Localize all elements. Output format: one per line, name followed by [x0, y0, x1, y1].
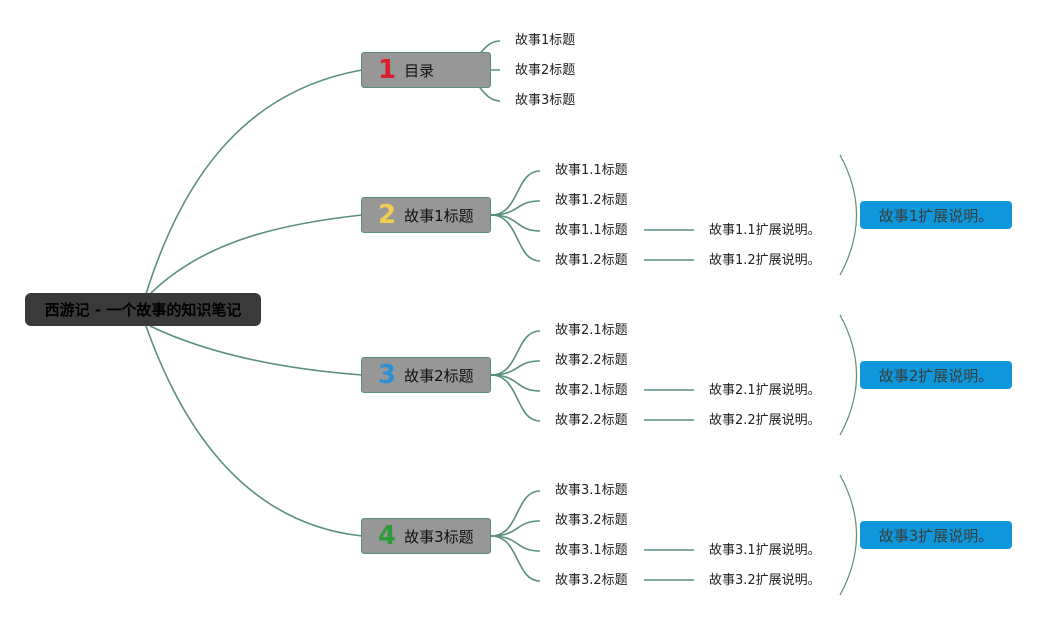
link-root-topic-4: [145, 325, 363, 537]
s1-subtopic-2[interactable]: 故事1.2标题: [555, 193, 628, 208]
topic-node-3[interactable]: 3 故事2标题: [361, 357, 491, 393]
s3-extension-1[interactable]: 故事3.1扩展说明。: [709, 543, 821, 558]
topic-label-4: 故事3标题: [404, 527, 474, 546]
s3-subtopic-2[interactable]: 故事3.2标题: [555, 513, 628, 528]
s2-extension-1[interactable]: 故事2.1扩展说明。: [709, 383, 821, 398]
topic-number-2: 2: [378, 200, 397, 230]
s1-summary-label: 故事1扩展说明。: [878, 206, 994, 225]
s2-extension-2[interactable]: 故事2.2扩展说明。: [709, 413, 821, 428]
s1-subtopic-3[interactable]: 故事1.1标题: [555, 223, 628, 238]
s2-subtopic-3[interactable]: 故事2.1标题: [555, 383, 628, 398]
link-root-topic-2: [149, 214, 363, 295]
toc-item-2[interactable]: 故事2标题: [515, 63, 576, 78]
link-s2-sub-1: [490, 330, 541, 376]
link-root-topic-3: [149, 325, 363, 376]
s2-summary-label: 故事2扩展说明。: [878, 366, 994, 385]
s2-subtopic-1[interactable]: 故事2.1标题: [555, 323, 628, 338]
link-root-topic-1: [145, 69, 363, 295]
s2-subtopic-2[interactable]: 故事2.2标题: [555, 353, 628, 368]
link-s3-sub-2: [490, 520, 541, 537]
topic-label-2: 故事1标题: [404, 206, 474, 225]
link-s3-sub-1: [490, 490, 541, 537]
s3-extension-2[interactable]: 故事3.2扩展说明。: [709, 573, 821, 588]
root-label: 西游记 - 一个故事的知识笔记: [44, 301, 242, 319]
s3-subtopic-1[interactable]: 故事3.1标题: [555, 483, 628, 498]
summary-bracket-1: [839, 154, 858, 276]
summary-bracket-2: [839, 314, 858, 436]
root-node[interactable]: 西游记 - 一个故事的知识笔记: [25, 293, 261, 326]
s3-summary-label: 故事3扩展说明。: [878, 526, 994, 545]
toc-item-1[interactable]: 故事1标题: [515, 33, 576, 48]
link-s2-sub-4: [490, 374, 541, 422]
topic-label-3: 故事2标题: [404, 366, 474, 385]
summary-bracket-3: [839, 474, 858, 596]
topic-node-2[interactable]: 2 故事1标题: [361, 197, 491, 233]
s2-subtopic-4[interactable]: 故事2.2标题: [555, 413, 628, 428]
topic-label-1: 目录: [404, 61, 435, 80]
topic-number-1: 1: [378, 55, 397, 85]
topic-node-1[interactable]: 1 目录: [361, 52, 491, 88]
link-s1-sub-2: [490, 200, 541, 216]
s1-extension-1[interactable]: 故事1.1扩展说明。: [709, 223, 821, 238]
topic-number-4: 4: [378, 521, 397, 551]
link-s2-sub-3: [490, 374, 541, 392]
s1-subtopic-1[interactable]: 故事1.1标题: [555, 163, 628, 178]
topic-node-4[interactable]: 4 故事3标题: [361, 518, 491, 554]
s1-subtopic-4[interactable]: 故事1.2标题: [555, 253, 628, 268]
s3-subtopic-3[interactable]: 故事3.1标题: [555, 543, 628, 558]
toc-item-3[interactable]: 故事3标题: [515, 93, 576, 108]
link-s3-sub-3: [490, 535, 541, 552]
link-s3-sub-4: [490, 535, 541, 582]
link-s2-sub-2: [490, 360, 541, 376]
s2-summary-callout[interactable]: 故事2扩展说明。: [860, 361, 1012, 389]
s1-summary-callout[interactable]: 故事1扩展说明。: [860, 201, 1012, 229]
s3-subtopic-4[interactable]: 故事3.2标题: [555, 573, 628, 588]
link-s1-sub-1: [490, 170, 541, 216]
link-s1-sub-4: [490, 214, 541, 262]
link-s1-sub-3: [490, 214, 541, 232]
topic-number-3: 3: [378, 360, 397, 390]
s1-extension-2[interactable]: 故事1.2扩展说明。: [709, 253, 821, 268]
s3-summary-callout[interactable]: 故事3扩展说明。: [860, 521, 1012, 549]
